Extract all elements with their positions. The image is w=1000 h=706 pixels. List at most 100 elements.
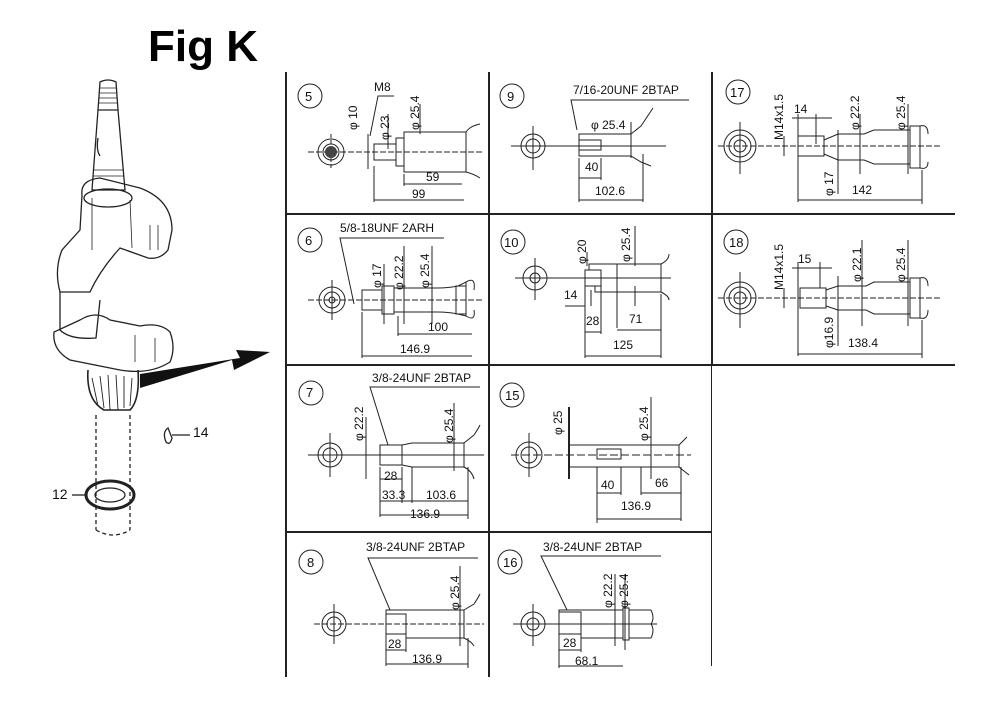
dimension: φ 25.4	[894, 247, 908, 282]
crankshaft-illustration	[53, 79, 270, 536]
grid-line	[285, 364, 955, 366]
dimension: 138.4	[848, 336, 879, 350]
dimension: 71	[629, 312, 643, 326]
figure-title: Fig K	[148, 22, 258, 71]
dimension: 15	[798, 252, 812, 266]
variant-cell-17: 17 M14x1.5 14 φ 22.2 φ 25.4 φ 17 142	[714, 74, 954, 212]
dimension: φ 20	[575, 239, 589, 264]
part-drawing	[297, 83, 484, 202]
timing-gear	[87, 369, 140, 411]
dimension: φ 22.2	[392, 255, 406, 290]
dimension: φ 25.4	[619, 227, 633, 262]
grid-line	[711, 366, 712, 666]
part-drawing	[499, 83, 689, 202]
part-drawing	[500, 226, 671, 358]
dimension: 59	[426, 170, 440, 184]
variant-cell-5: 5 M8 φ 10 φ 23 φ 25.4 59 99	[288, 74, 486, 212]
variant-number: 15	[505, 388, 520, 403]
thread-spec: 3/8-24UNF 2BTAP	[372, 371, 472, 385]
thread-spec: 3/8-24UNF 2BTAP	[366, 540, 466, 554]
dimension: φ 25.4	[637, 406, 651, 441]
dimension: 100	[428, 320, 449, 334]
dimension: φ16.9	[822, 316, 836, 348]
thread-spec: M14x1.5	[772, 93, 786, 140]
dimension: 102.6	[595, 184, 626, 198]
dimension: 136.9	[412, 652, 443, 666]
grid-line	[285, 213, 955, 215]
shaft-tip	[97, 79, 119, 111]
dimension: φ 23	[378, 115, 392, 140]
dimension: 28	[388, 637, 402, 651]
dimension: φ 22.2	[848, 95, 862, 130]
dimension: 66	[655, 476, 669, 490]
variant-number: 10	[504, 235, 519, 250]
dimension: φ 17	[822, 171, 836, 196]
part-drawing	[298, 549, 484, 668]
dimension: 68.1	[575, 654, 599, 668]
part-drawing	[718, 79, 940, 204]
dimension: 33.3	[382, 488, 406, 502]
part-drawing	[499, 382, 691, 523]
dimension: φ 10	[346, 105, 360, 130]
crank-web-upper	[56, 177, 173, 293]
variant-number: 16	[503, 555, 518, 570]
grid-line	[285, 72, 287, 677]
variant-number: 5	[305, 89, 313, 104]
thread-spec: 3/8-24UNF 2BTAP	[543, 540, 643, 554]
dimension: φ 25	[551, 410, 565, 435]
thread-spec: 7/16-20UNF 2BTAP	[573, 83, 679, 97]
variant-cell-16: 16 3/8-24UNF 2BTAP φ 22.2 φ 25.4 28 68.1	[491, 534, 709, 676]
variant-cell-15: 15 φ 25 φ 25.4 40 66 136.9	[491, 367, 709, 529]
callout-14: 14	[193, 424, 209, 440]
dimension: 14	[564, 288, 578, 302]
variant-number: 9	[507, 89, 515, 104]
thread-spec: 5/8-18UNF 2ARH	[340, 221, 435, 235]
variant-cell-10: 10 φ 20 φ 25.4 14 28 71 125	[491, 216, 709, 362]
dimension: φ 25.4	[442, 408, 456, 443]
variant-cell-7: 7 3/8-24UNF 2BTAP φ 22.2 φ 25.4 28 33.3 …	[288, 367, 486, 529]
shaft-extension-dashed	[95, 415, 131, 536]
dimension: φ 17	[370, 263, 384, 288]
dimension: 28	[384, 469, 398, 483]
dimension: 40	[601, 478, 615, 492]
part-drawing	[297, 227, 484, 358]
dimension: 28	[586, 314, 600, 328]
dimension: φ 25.4	[894, 95, 908, 130]
thread-spec: M8	[374, 80, 391, 94]
dimension: φ 25.4	[617, 573, 631, 608]
dimension: 40	[585, 160, 599, 174]
dimension: 136.9	[621, 499, 652, 513]
thread-spec: M14x1.5	[772, 243, 786, 290]
dimension: 103.6	[426, 488, 457, 502]
dimension: 146.9	[400, 342, 431, 356]
dimension: φ 25.4	[418, 253, 432, 288]
grid-line	[488, 72, 490, 677]
dimension: 142	[852, 183, 873, 197]
crank-web-lower	[53, 314, 174, 373]
washer	[84, 479, 136, 511]
variant-number: 18	[729, 235, 744, 250]
woodruff-key	[163, 427, 173, 444]
dimension: 14	[794, 102, 808, 116]
variant-number: 7	[306, 385, 314, 400]
dimension: φ 25.4	[448, 575, 462, 610]
dimension: φ 25.4	[408, 95, 422, 130]
dimension: 28	[563, 636, 577, 650]
variant-cell-9: 9 7/16-20UNF 2BTAP φ 25.4 40 102.6	[491, 74, 709, 212]
callout-12: 12	[52, 486, 68, 502]
variant-cell-18: 18 M14x1.5 15 φ 22.1 φ 25.4 φ16.9 138.4	[714, 216, 954, 362]
dimension: φ 22.2	[352, 406, 366, 441]
dimension: 99	[412, 187, 426, 201]
dimension: 125	[613, 338, 634, 352]
variant-number: 6	[305, 233, 313, 248]
part-drawing	[497, 549, 661, 668]
tapered-shaft	[91, 109, 126, 191]
dimension: φ 22.2	[601, 573, 615, 608]
grid-line	[285, 531, 711, 533]
dimension: φ 22.1	[850, 247, 864, 282]
dimension: 136.9	[410, 507, 441, 521]
variant-cell-6: 6 5/8-18UNF 2ARH φ 17 φ 22.2 φ 25.4 100 …	[288, 216, 486, 362]
dimension: φ 25.4	[591, 118, 626, 132]
part-drawing	[298, 380, 484, 519]
variant-number: 8	[307, 555, 315, 570]
